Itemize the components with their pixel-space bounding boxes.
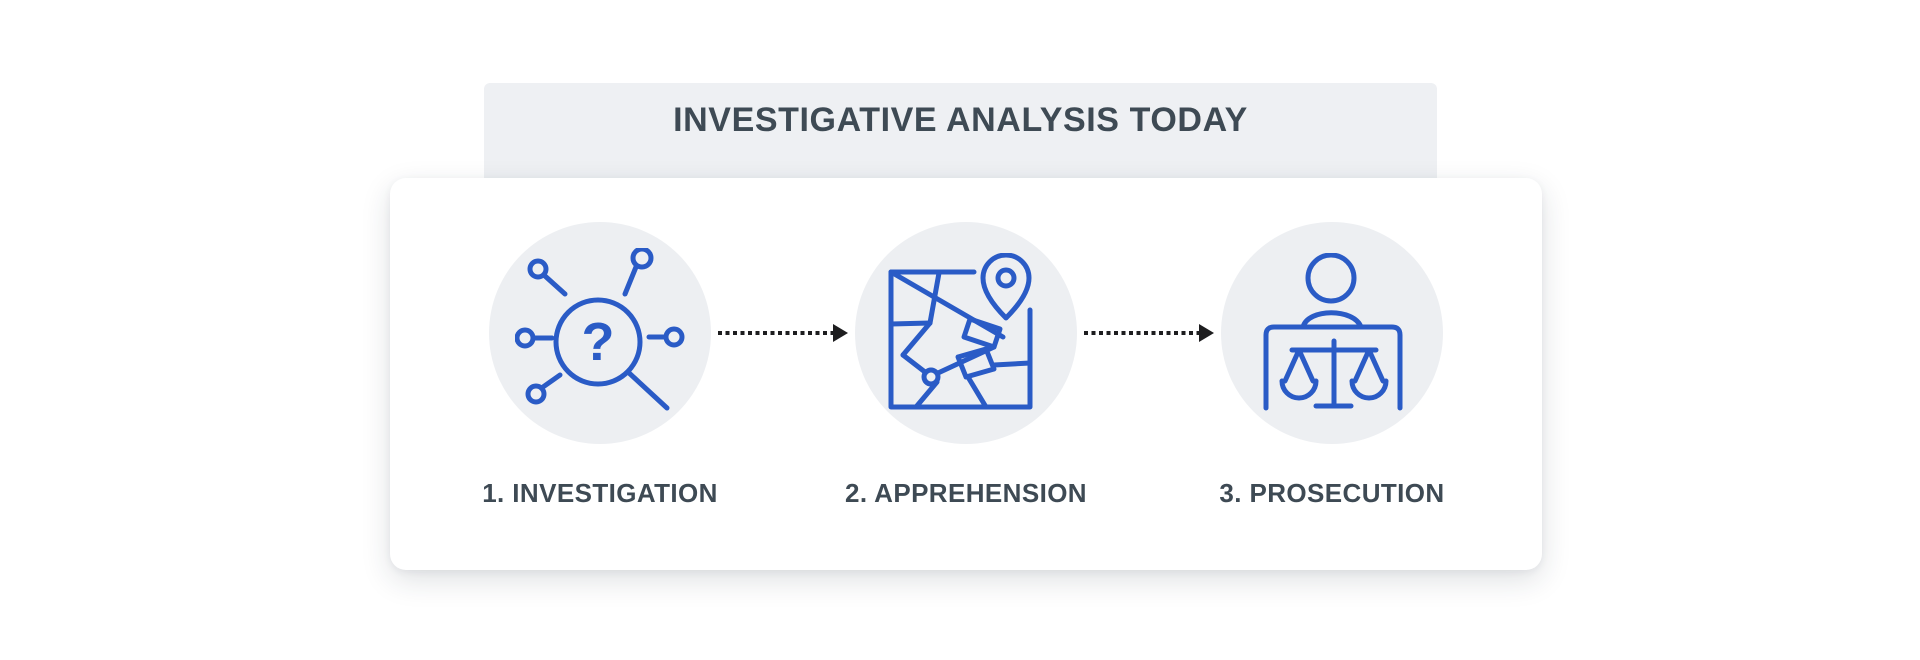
step-label-prosecution: 3. PROSECUTION xyxy=(1219,478,1445,508)
step-circle: ? xyxy=(489,222,711,444)
dotted-line xyxy=(1084,331,1200,335)
dotted-arrow-connector xyxy=(1077,222,1221,444)
step-label-apprehension: 2. APPREHENSION xyxy=(845,478,1087,508)
dotted-arrow-connector xyxy=(711,222,855,444)
step-prosecution: 3. PROSECUTION xyxy=(1219,222,1444,508)
step-circle xyxy=(1221,222,1443,444)
step-circle xyxy=(855,222,1077,444)
map-location-pin-icon xyxy=(886,253,1046,413)
arrow-right-icon xyxy=(833,324,848,342)
step-label-investigation: 1. INVESTIGATION xyxy=(482,478,718,508)
header-banner: INVESTIGATIVE ANALYSIS TODAY xyxy=(484,83,1437,193)
process-card: ? 1. INVESTIGATION xyxy=(390,178,1542,570)
step-investigation: ? 1. INVESTIGATION xyxy=(482,222,717,508)
network-magnifier-icon: ? xyxy=(515,248,685,418)
arrow-right-icon xyxy=(1199,324,1214,342)
step-apprehension: 2. APPREHENSION xyxy=(845,222,1087,508)
steps-row: ? 1. INVESTIGATION xyxy=(390,178,1542,508)
judge-scales-icon xyxy=(1252,253,1412,413)
dotted-line xyxy=(718,331,834,335)
page-title: INVESTIGATIVE ANALYSIS TODAY xyxy=(673,101,1248,139)
svg-text:?: ? xyxy=(582,312,615,372)
